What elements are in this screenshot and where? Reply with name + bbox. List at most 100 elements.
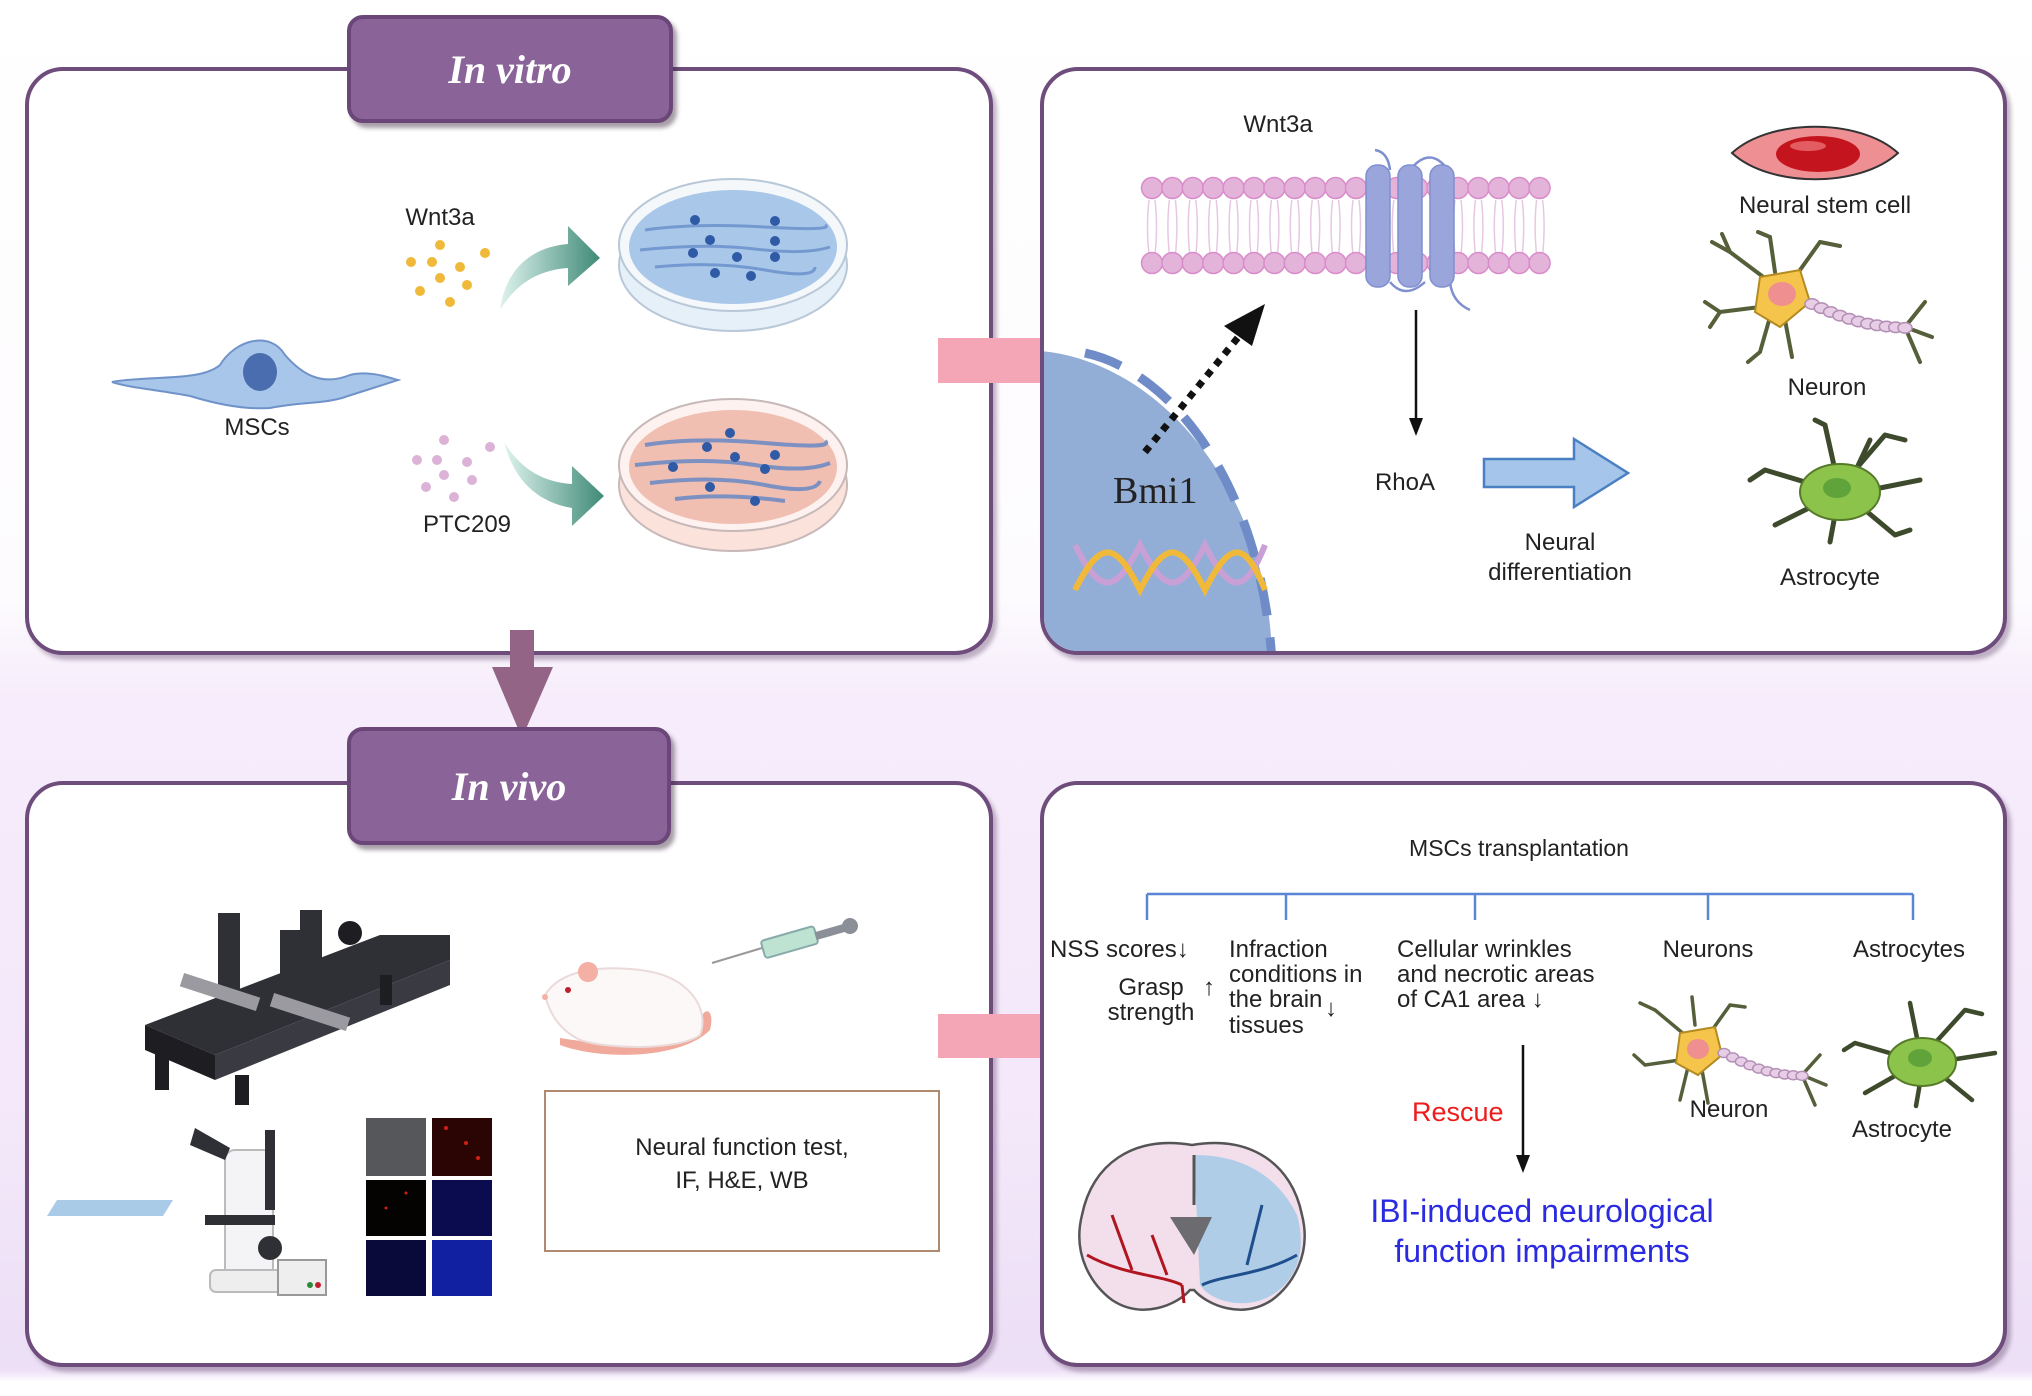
neurons-branch-label: Neurons [1662,936,1754,963]
lipid-head [1487,251,1511,275]
ptc209-particles-icon [412,435,495,502]
curved-arrow-icon [504,442,604,526]
astrocyte-result-label: Astrocyte [1851,1116,1953,1143]
ptc209-treatment-label: PTC209 [422,511,512,538]
decrease-arrow-icon: ↓ [1325,995,1337,1022]
lipid-head [1222,176,1245,200]
lipid-tail [1534,199,1545,256]
astrocyte-icon [1747,417,1923,545]
results-bracket [1145,892,1915,920]
dna-helix-icon [1072,538,1268,597]
msc-label: MSCs [224,414,290,441]
curved-arrow-icon [500,226,600,310]
membrane-wnt3a-label: Wnt3a [1243,111,1313,138]
lipid-head [1303,251,1327,275]
in-vivo-panel [25,781,993,1367]
lipid-head [1324,176,1347,200]
lipid-head [1263,176,1286,200]
lipid-head [1181,251,1205,275]
lipid-head [1283,176,1307,200]
down-arrow-icon [1409,310,1423,436]
methods-line-2: IF, H&E, WB [675,1167,809,1194]
receptor-loop [1374,148,1392,171]
wnt3a-treatment-label: Wnt3a [405,204,475,231]
axon-segment [1897,321,1913,334]
culture-dish-ptc209-icon [618,398,848,552]
lipid-head [1507,176,1531,200]
in-vitro-title-tab: In vitro [347,15,673,123]
lipid-head [1344,176,1368,200]
astrocytes-branch-label: Astrocytes [1852,936,1966,963]
in-vivo-title: In vivo [451,763,567,809]
lipid-head [1263,251,1286,275]
results-header: MSCs transplantation [1409,835,1629,861]
glass-slide-icon [47,1200,173,1216]
nss-scores-label: NSS scores↓ [1050,936,1189,963]
in-vitro-title: In vitro [448,46,572,92]
lipid-head [1242,176,1266,200]
lipid-tail [1350,199,1362,256]
infarction-label: Infraction conditions in the brain tissu… [1229,936,1363,1039]
brain-coronal-section-icon [1078,1141,1306,1311]
neuron-label: Neuron [1787,374,1867,401]
lipid-head [1467,251,1490,275]
receptor-loop [1389,281,1426,293]
lipid-tail [1330,199,1341,256]
lipid-tail [1228,199,1239,256]
culture-dish-wnt3a-icon [618,178,848,332]
lipid-tail [1513,199,1525,256]
neuron-icon [1632,995,1828,1107]
receptor-helix [1397,164,1423,288]
ca1-necrosis-label: Cellular wrinkles and necrotic areas of … [1397,936,1595,1014]
neural-differentiation-label-2: differentiation [1488,559,1632,586]
lipid-tail [1269,199,1280,256]
lipid-head [1507,251,1531,275]
lipid-tail [1187,199,1199,256]
stereotaxic-apparatus-icon [145,910,450,1105]
lipid-tail [1248,199,1260,256]
neural-differentiation-label-1: Neural [1524,529,1596,556]
in-vitro-panel [25,67,993,655]
increase-arrow-icon: ↑ [1203,974,1215,1001]
outcome-line-1: IBI-induced neurological [1370,1193,1714,1229]
rescue-down-arrow-icon [1516,1045,1530,1173]
astrocyte-icon [1841,1000,1998,1109]
neural-stem-cell-icon [1730,125,1900,181]
lipid-head [1344,251,1368,275]
lipid-head [1528,251,1551,275]
lipid-tail [1207,199,1219,256]
neuron-result-label: Neuron [1689,1096,1769,1123]
msc-cell-icon [111,339,402,410]
receptor-helix [1429,164,1455,288]
lipid-head [1467,176,1490,200]
outcome-line-2: function impairments [1394,1233,1690,1269]
decrease-arrow-icon: ↓ [1531,986,1544,1014]
immunofluorescence-images-icon [366,1118,492,1296]
dotted-arrow-icon [1142,304,1265,455]
methods-box: Neural function test, IF, H&E, WB [544,1090,940,1252]
lipid-head [1140,251,1164,275]
lipid-tail [1289,199,1301,256]
in-vivo-title-tab: In vivo [347,727,671,845]
rescue-label: Rescue [1412,1097,1504,1127]
syringe-icon [711,918,858,964]
section-down-arrow-icon [492,630,553,738]
lipid-head [1222,251,1245,275]
neuron-icon [1703,230,1934,364]
methods-line-1: Neural function test, [635,1134,849,1161]
lipid-tail [1167,199,1178,256]
neural-stem-cell-label: Neural stem cell [1738,192,1912,219]
lipid-tail [1452,199,1464,256]
grasp-strength-label: Grasp strength [1107,974,1195,1027]
differentiation-arrow-icon [1482,436,1631,510]
lipid-head [1283,251,1307,275]
lipid-head [1487,176,1511,200]
bmi1-label: Bmi1 [1113,470,1198,512]
receptor-helix [1365,164,1391,288]
lipid-head [1181,176,1205,200]
rhoa-label: RhoA [1374,469,1436,496]
lipid-head [1324,251,1347,275]
lipid-head [1140,176,1164,200]
cell-membrane-receptor-icon [1140,148,1551,312]
wnt3a-particles-icon [406,240,490,307]
